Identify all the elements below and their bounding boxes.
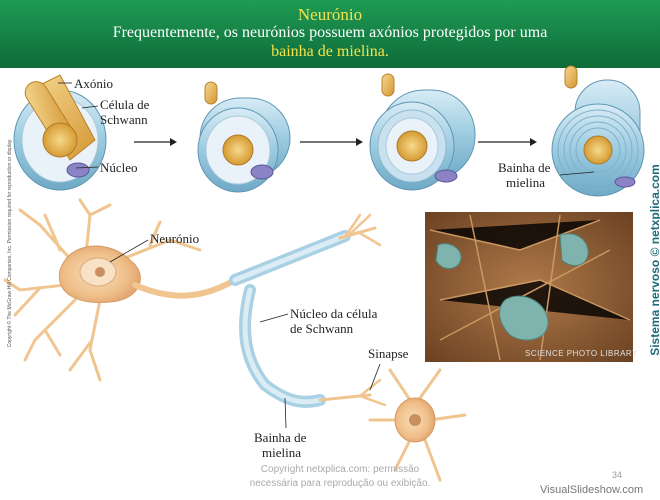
stage-2-wrapping	[197, 81, 291, 193]
label-bainha-bottom-line2: mielina	[262, 445, 301, 460]
label-bainha-top-line2: mielina	[506, 175, 545, 190]
slide-title: Neurónio	[297, 5, 363, 24]
label-bainha-bottom-line1: Bainha de	[254, 430, 307, 445]
watermark: VisualSlideshow.com	[540, 484, 644, 496]
footer-copyright-line1: Copyright netxplica.com: permissão	[260, 464, 420, 475]
header-banner: Neurónio Frequentemente, os neurónios po…	[0, 0, 660, 68]
label-nucleo: Núcleo	[100, 160, 138, 175]
arrow-2	[300, 138, 363, 146]
stage-4-myelin-sheath	[551, 65, 645, 197]
left-copyright-vertical: Copyright © The McGraw-Hill Companies, I…	[7, 138, 13, 348]
right-vertical-credit: Sistema nervoso © netxplica.com	[648, 164, 660, 356]
page-number: 34	[612, 470, 623, 480]
top-leader-lines	[58, 82, 595, 176]
label-nucleo-celula-line1: Núcleo da célula	[290, 306, 378, 321]
micrograph-credit: SCIENCE PHOTO LIBRARY	[525, 349, 638, 358]
label-nucleo-celula-line2: de Schwann	[290, 321, 354, 336]
arrow-1	[134, 138, 177, 146]
slide-subtitle-line2: bainha de mielina.	[271, 43, 389, 60]
footer-copyright-line2: necessária para reprodução ou exibição.	[249, 478, 431, 489]
label-axonio: Axónio	[74, 76, 113, 91]
label-celula-schwann-line2: Schwann	[100, 112, 148, 127]
slide-subtitle-line1: Frequentemente, os neurónios possuem axó…	[112, 24, 548, 41]
label-celula-schwann-line1: Célula de	[100, 97, 150, 112]
label-sinapse: Sinapse	[368, 346, 409, 361]
bottom-leader-lines	[109, 239, 381, 429]
footer-copyright: Copyright netxplica.com: permissão neces…	[245, 463, 435, 491]
stage-3-wrapping	[369, 73, 476, 191]
label-neuronio: Neurónio	[150, 231, 200, 246]
label-bainha-top-line1: Bainha de	[498, 160, 551, 175]
neuron-illustration	[3, 198, 387, 408]
micrograph-photo	[425, 212, 633, 362]
arrow-3	[478, 138, 537, 146]
target-neuron	[368, 368, 467, 482]
stage-1-schwann-cell	[13, 74, 107, 191]
